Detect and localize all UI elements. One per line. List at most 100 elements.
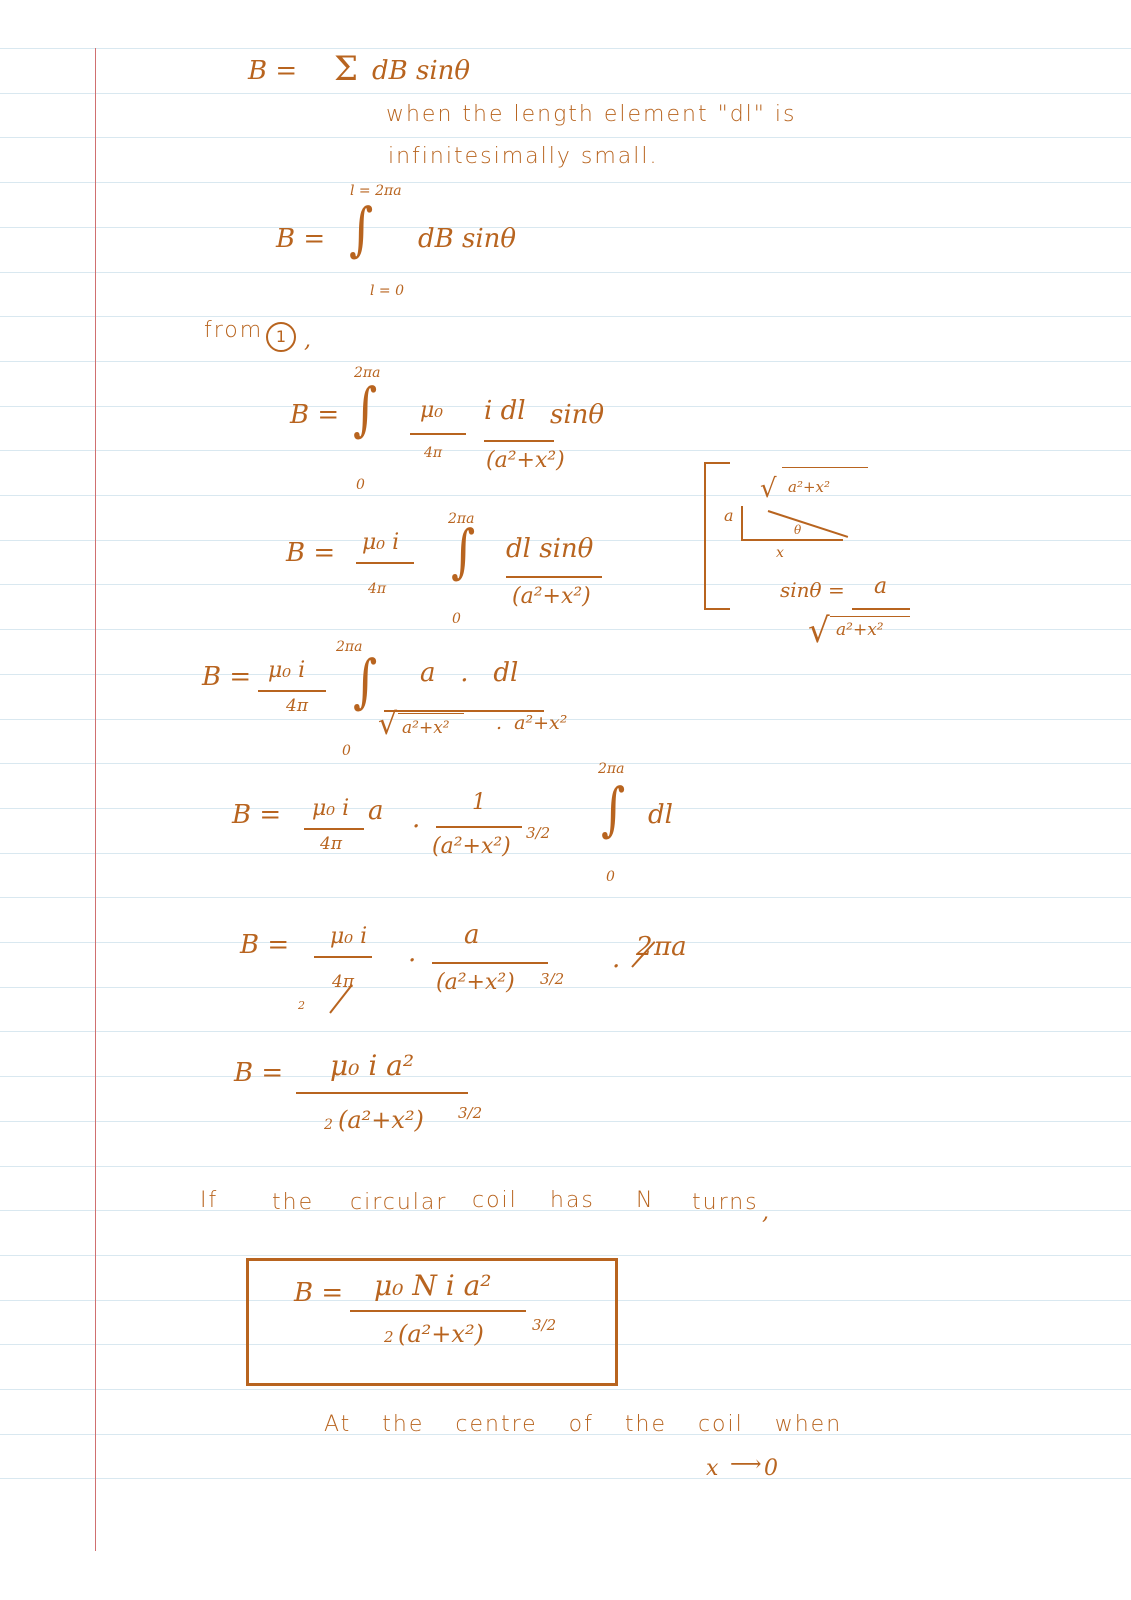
ruled-line [0, 1300, 1131, 1301]
den-coef: 2 [384, 1328, 394, 1346]
sin-relation-lhs: sinθ = [780, 578, 845, 602]
ruled-line [0, 137, 1131, 138]
note-centre: At the centre of the coil when [324, 1412, 843, 1437]
upper-limit: 2πa [598, 761, 625, 777]
sqrt-bar [398, 713, 464, 714]
diagram-bracket [704, 462, 730, 610]
eq-lhs: B = [234, 1058, 284, 1088]
ruled-line [0, 495, 1131, 496]
fraction-bar [304, 828, 364, 830]
lower-limit: 0 [356, 477, 365, 493]
num: μ₀ N i a² [374, 1269, 492, 1302]
ruled-line [0, 1166, 1131, 1167]
fraction-bar [436, 826, 522, 828]
angle-theta-label: θ [794, 523, 802, 537]
fraction-bar [314, 956, 372, 958]
comma: , [762, 1200, 769, 1225]
fraction-bar [432, 962, 548, 964]
ruled-line [0, 1076, 1131, 1077]
fraction-bar [484, 440, 554, 442]
ruled-line [0, 406, 1131, 407]
fraction-bar [258, 690, 326, 692]
coef-num: μ₀ i [268, 658, 306, 683]
dot2: . [612, 944, 621, 974]
triangle-vertical-side [741, 506, 743, 540]
integral-sign-icon: ∫ [353, 375, 378, 443]
tail: πa [654, 932, 687, 962]
ruled-line [0, 1434, 1131, 1435]
ruled-line [0, 674, 1131, 675]
dot1: . [408, 938, 417, 968]
limit-var: x [706, 1456, 719, 1481]
sqrt-icon: √ [378, 707, 398, 742]
triangle-base [741, 539, 843, 541]
fraction-bar [852, 608, 910, 610]
ruled-line [0, 540, 1131, 541]
from-label: from [204, 318, 264, 343]
ruled-line [0, 1255, 1131, 1256]
comma: , [304, 328, 311, 353]
ruled-line [0, 48, 1131, 49]
upper-limit: l = 2πa [350, 183, 402, 199]
word: circular [350, 1190, 448, 1215]
fraction-bar [356, 562, 414, 564]
ruled-line [0, 942, 1131, 943]
coef-num: μ₀ [420, 398, 444, 423]
exponent: 3/2 [458, 1104, 483, 1122]
coef-den: 4π [320, 834, 342, 854]
integral-sign-icon: ∫ [601, 775, 626, 843]
upper-limit: 2πa [336, 639, 363, 655]
dot: . [412, 804, 421, 834]
ruled-line [0, 316, 1131, 317]
note-length-element: when the length element "dl" is [386, 102, 797, 127]
ruled-line [0, 987, 1131, 988]
eq-lhs: B = [290, 400, 340, 430]
fraction-bar [384, 710, 544, 712]
eq-rhs: dB sinθ [372, 56, 471, 86]
ruled-line [0, 1121, 1131, 1122]
limit-value: 0 [764, 1456, 778, 1481]
word: turns [692, 1190, 759, 1215]
eq-lhs: B = [294, 1278, 344, 1308]
note-infinitesimal: infinitesimally small. [388, 144, 659, 169]
ruled-line [0, 763, 1131, 764]
ruled-line [0, 897, 1131, 898]
sigma-symbol: Σ [334, 49, 359, 89]
den: (a²+x²) [512, 584, 591, 609]
integral-sign-icon: ∫ [349, 195, 374, 263]
sqrt-icon: √ [760, 474, 777, 504]
sin-theta: sinθ [550, 400, 605, 430]
ruled-line [0, 182, 1131, 183]
coef-den: 4π [424, 445, 443, 461]
exponent: 3/2 [526, 824, 551, 842]
side-x-label: x [776, 545, 784, 561]
eq-lhs: B = [286, 538, 336, 568]
integrand: dB sinθ [418, 224, 517, 254]
den: (a²+x²) [436, 970, 515, 995]
fraction-bar [410, 433, 466, 435]
exponent: 3/2 [540, 970, 565, 988]
upper-limit: 2πa [354, 365, 381, 381]
num: a [464, 920, 480, 950]
den-coef: 2 [324, 1117, 333, 1133]
ruled-line [0, 227, 1131, 228]
boxed-result [246, 1258, 618, 1386]
word: coil [472, 1188, 518, 1213]
den: (a²+x²) [486, 448, 565, 473]
upper-limit: 2πa [448, 511, 475, 527]
eq-lhs: B = [240, 930, 290, 960]
ruled-line [0, 853, 1131, 854]
equation-ref-circle: 1 [266, 322, 296, 352]
ruled-line [0, 1389, 1131, 1390]
margin-line [95, 48, 96, 1551]
side-a-label: a [724, 506, 734, 525]
num: 1 [472, 790, 486, 815]
eq-lhs: B = [248, 56, 298, 86]
eq-lhs: B = [202, 662, 252, 692]
ruled-line [0, 450, 1131, 451]
factor-a: a [368, 796, 384, 826]
lower-limit: 0 [452, 611, 461, 627]
word: If [200, 1188, 219, 1213]
ruled-line [0, 808, 1131, 809]
ruled-line [0, 1478, 1131, 1479]
